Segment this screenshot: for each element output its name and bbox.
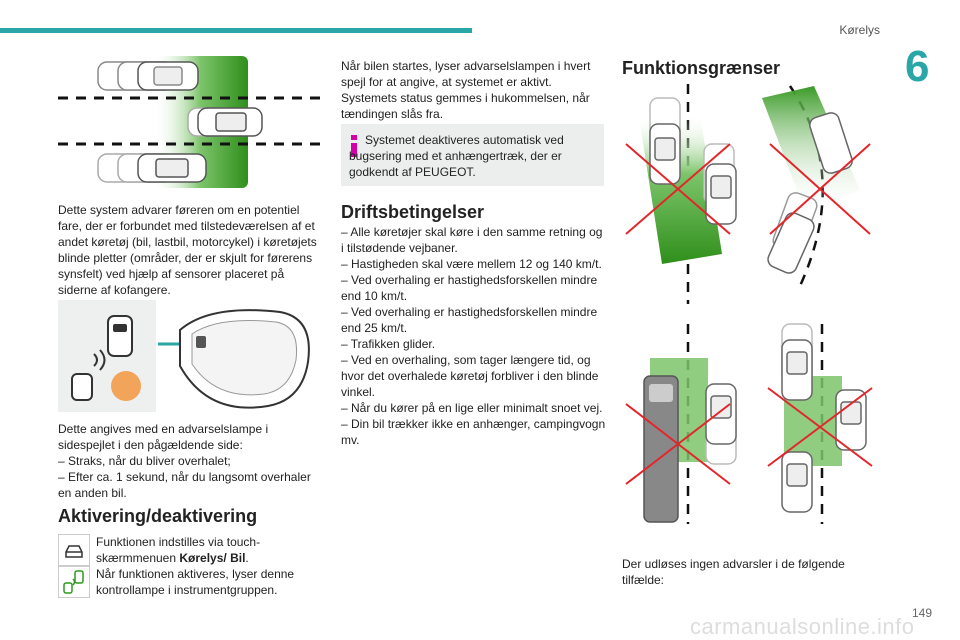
condition-item: – Når du kører på en lige eller minimalt…: [341, 401, 603, 415]
condition-item: – Trafikken glider.: [341, 337, 436, 351]
condition-item: – Ved overhaling er hastighedsforskellen…: [341, 305, 598, 335]
heading-activation: Aktivering/deaktivering: [58, 506, 258, 526]
blind-spot-lamp-icon: [58, 566, 90, 598]
header-accent-bar: [0, 28, 472, 33]
warning-intro: Dette angives med en advarselslampe i si…: [58, 422, 269, 452]
condition-item: – Hastigheden skal være mellem 12 og 140…: [341, 257, 602, 271]
info-text-content: Systemet deaktiveres automatisk ved bugs…: [349, 133, 564, 179]
info-icon: [350, 135, 358, 159]
chapter-number: 6: [905, 42, 930, 91]
watermark-text: carmanualsonline.info: [690, 614, 915, 639]
mirror-warning-illustration: [58, 300, 310, 412]
warning-item-2: – Efter ca. 1 sekund, når du langsomt ov…: [58, 470, 311, 500]
function-limits-illustration: [625, 84, 873, 524]
heading-conditions: Driftsbetingelser: [341, 202, 485, 222]
info-box: Systemet deaktiveres automatisk ved bugs…: [341, 124, 604, 186]
intro-paragraph: Dette system advarer føreren om en poten…: [58, 203, 317, 297]
warning-paragraph: Dette angives med en advarselslampe i si…: [58, 421, 326, 501]
activation-item-1-end: .: [245, 551, 249, 565]
condition-item: – Din bil trækker ikke en anhænger, camp…: [341, 417, 606, 447]
condition-item: – Alle køretøjer skal køre i den samme r…: [341, 225, 603, 255]
startup-paragraph: Når bilen startes, lyser advarselslampen…: [341, 59, 591, 121]
limits-caption: Der udløses ingen advarsler i de følgend…: [622, 557, 845, 587]
section-title: Kørelys: [839, 23, 880, 37]
heading-limits: Funktionsgrænser: [622, 58, 781, 78]
blind-spot-lanes-illustration: [58, 56, 320, 188]
activation-item-1-menu: Kørelys/ Bil: [179, 551, 246, 565]
car-icon: [58, 534, 90, 566]
page-number: 149: [912, 606, 933, 620]
activation-item-1: Funktionen indstilles via touch-skærmmen…: [96, 534, 296, 566]
condition-item: – Ved en overhaling, som tager længere t…: [341, 353, 599, 399]
info-text: Systemet deaktiveres automatisk ved bugs…: [349, 132, 599, 180]
activation-item-2: Når funktionen aktiveres, lyser denne ko…: [96, 567, 295, 597]
condition-item: – Ved overhaling er hastighedsforskellen…: [341, 273, 598, 303]
conditions-list: – Alle køretøjer skal køre i den samme r…: [341, 224, 606, 448]
warning-item-1: – Straks, når du bliver overhalet;: [58, 454, 231, 468]
activation-item-1-text: Funktionen indstilles via touch-skærmmen…: [96, 535, 261, 565]
